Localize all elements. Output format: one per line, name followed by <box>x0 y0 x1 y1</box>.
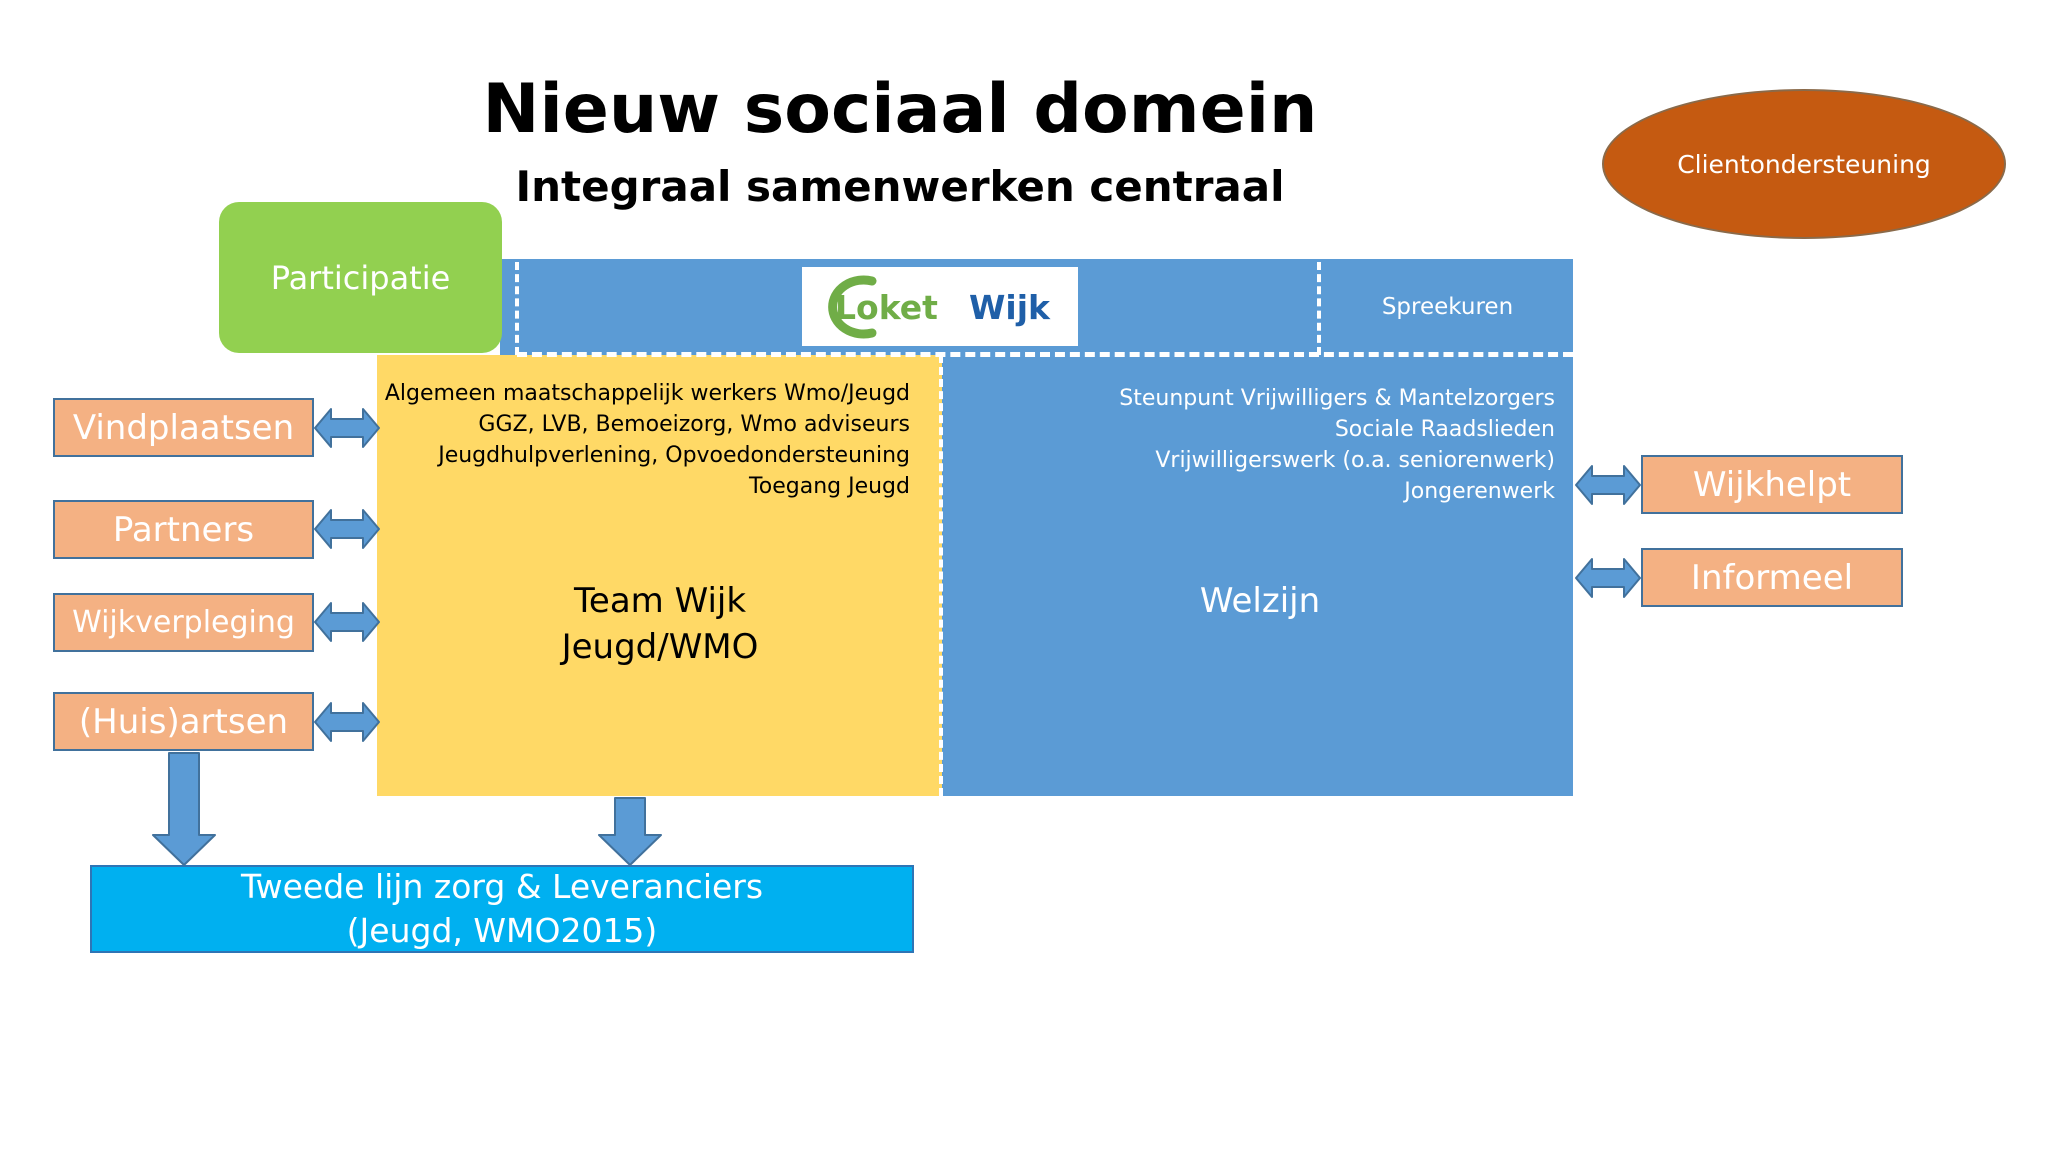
dashed-divider-spreekuren <box>1317 262 1321 355</box>
partner-box-informeel: Informeel <box>1641 548 1903 607</box>
partner-label: Wijkverpleging <box>72 605 295 640</box>
clientondersteuning-label: Clientondersteuning <box>1677 149 1931 179</box>
welzijn-service: Sociale Raadslieden <box>1334 417 1555 442</box>
double-arrow-icon <box>1575 465 1641 505</box>
partner-box-huisartsen: (Huis)artsen <box>53 692 314 751</box>
page-subtitle: Integraal samenwerken centraal <box>515 162 1285 211</box>
team-wijk-label-line1: Team Wijk <box>573 581 747 621</box>
partner-box-partners: Partners <box>53 500 314 559</box>
team-wijk-label: Team Wijk Jeugd/WMO <box>480 578 840 670</box>
partner-label: Informeel <box>1690 557 1854 598</box>
clientondersteuning-ellipse: Clientondersteuning <box>1602 89 2006 239</box>
partner-label: Wijkhelpt <box>1692 464 1852 505</box>
partner-box-wijkverpleging: Wijkverpleging <box>53 593 314 652</box>
tweede-lijn-line1: Tweede lijn zorg & Leveranciers <box>240 867 764 906</box>
partner-box-wijkhelpt: Wijkhelpt <box>1641 455 1903 514</box>
team-wijk-service: GGZ, LVB, Bemoeizorg, Wmo adviseurs <box>478 412 910 437</box>
team-wijk-services: Algemeen maatschappelijk werkers Wmo/Jeu… <box>380 378 910 502</box>
dashed-divider-left <box>515 262 519 355</box>
loketwijk-logo-icon: Loket Wijk <box>828 275 1051 339</box>
dashed-divider-horizontal <box>517 352 1573 357</box>
double-arrow-icon <box>1575 558 1641 598</box>
team-wijk-label-line2: Jeugd/WMO <box>561 627 759 667</box>
partner-label: Partners <box>112 509 255 550</box>
team-wijk-block <box>377 355 942 796</box>
logo-text-wijk: Wijk <box>969 288 1051 327</box>
dashed-divider-center <box>939 355 943 796</box>
participatie-box: Participatie <box>219 202 502 353</box>
tweede-lijn-line2: (Jeugd, WMO2015) <box>346 911 658 950</box>
down-arrow-icon <box>598 797 662 866</box>
double-arrow-icon <box>314 509 380 549</box>
page-title: Nieuw sociaal domein <box>482 70 1318 149</box>
welzijn-services: Steunpunt Vrijwilligers & Mantelzorgers … <box>960 383 1555 507</box>
participatie-label: Participatie <box>270 258 451 297</box>
tweede-lijn-box: Tweede lijn zorg & Leveranciers (Jeugd, … <box>90 865 914 953</box>
loketwijk-logo: Loket Wijk <box>802 267 1078 346</box>
team-wijk-service: Jeugdhulpverlening, Opvoedondersteuning <box>438 443 910 468</box>
welzijn-service: Jongerenwerk <box>1404 479 1555 504</box>
welzijn-service: Steunpunt Vrijwilligers & Mantelzorgers <box>1119 386 1555 411</box>
welzijn-service: Vrijwilligerswerk (o.a. seniorenwerk) <box>1155 448 1555 473</box>
spreekuren-label: Spreekuren <box>1381 294 1514 320</box>
partner-box-vindplaatsen: Vindplaatsen <box>53 398 314 457</box>
double-arrow-icon <box>314 702 380 742</box>
logo-text-loket: Loket <box>835 288 938 327</box>
team-wijk-service: Algemeen maatschappelijk werkers Wmo/Jeu… <box>384 381 910 406</box>
partner-label: Vindplaatsen <box>72 407 295 448</box>
partner-label: (Huis)artsen <box>78 701 289 742</box>
down-arrow-icon <box>152 752 216 866</box>
spreekuren-section: Spreekuren <box>1322 262 1573 352</box>
double-arrow-icon <box>314 602 380 642</box>
welzijn-label: Welzijn <box>1199 581 1321 621</box>
double-arrow-icon <box>314 408 380 448</box>
team-wijk-service: Toegang Jeugd <box>749 474 910 499</box>
